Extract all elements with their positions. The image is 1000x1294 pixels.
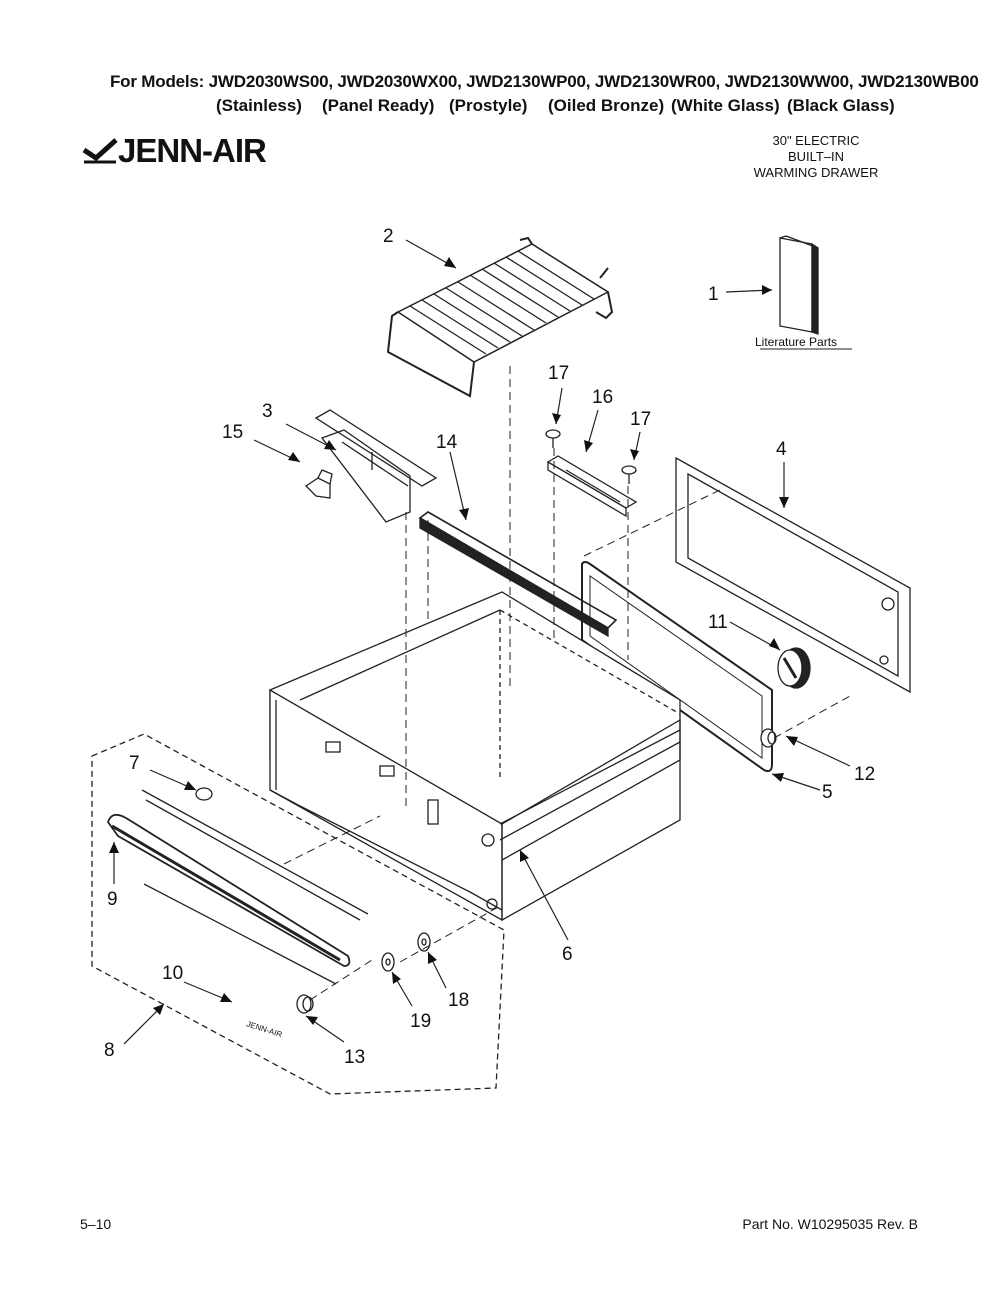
drawer-handle [107,813,351,967]
alignment-lines [283,366,851,1001]
callout-number: 10 [162,963,183,984]
wire-rack [386,236,614,398]
part-number: Part No. W10295035 Rev. B [742,1216,918,1232]
variant-label: (Black Glass) [787,96,895,115]
callout-number: 14 [436,432,458,453]
washer [381,952,395,972]
door-front [91,733,505,1095]
product-line: BUILT–IN [787,149,845,164]
variant-label: (Panel Ready) [322,96,435,115]
control-panel [675,456,911,694]
models-line: For Models: JWD2030WS00, JWD2030WX00, JW… [110,72,979,91]
mounting-bar [546,455,638,518]
push-button [296,994,314,1014]
callout-number: 17 [548,363,569,384]
control-knob [777,647,811,689]
callout-number: 4 [776,439,787,460]
variant-label: (Oiled Bronze) [548,96,665,115]
variant-label: (Prostyle) [449,96,528,115]
callout-number: 6 [562,944,573,965]
callout-number: 16 [592,387,613,408]
callout-number: 17 [630,409,651,430]
product-line: 30" ELECTRIC [772,133,860,148]
door-badge: JENN-AIR [245,1019,283,1039]
callout-number: 9 [107,889,118,910]
trim-strip [418,511,618,638]
control-bracket [314,409,438,523]
callout-number: 7 [129,753,140,774]
callout-number: 19 [410,1011,431,1032]
door-panel [141,787,369,921]
drawer-body [269,591,681,922]
brand-name: JENN-AIR [118,132,267,169]
product-title: 30" ELECTRIC BUILT–IN WARMING DRAWER [716,133,916,181]
screw [621,465,637,484]
callout-number: 8 [104,1040,115,1061]
callout-number: 11 [708,612,728,633]
retaining-clip [304,469,333,499]
screw [545,429,561,448]
indicator-light [760,728,777,748]
callout-number: 13 [344,1047,365,1068]
arrowheads [109,257,798,1025]
literature-booklet [779,235,819,335]
brand-logo: JENN-AIR [82,132,267,170]
product-line: WARMING DRAWER [753,165,879,180]
literature-label: Literature Parts [755,335,837,349]
callout-number: 1 [708,284,719,305]
variant-label: (White Glass) [671,96,780,115]
door-line [143,883,337,985]
brand-swoosh-icon [82,138,118,164]
variant-label: (Stainless) [216,96,302,115]
callout-number: 5 [822,782,833,803]
front-gasket [581,561,773,773]
callout-number: 3 [262,401,273,422]
page-number: 5–10 [80,1216,112,1232]
callout-number: 12 [854,764,875,785]
callout-number: 15 [222,422,243,443]
callout-number: 2 [383,226,394,247]
callout-number: 18 [448,990,469,1011]
